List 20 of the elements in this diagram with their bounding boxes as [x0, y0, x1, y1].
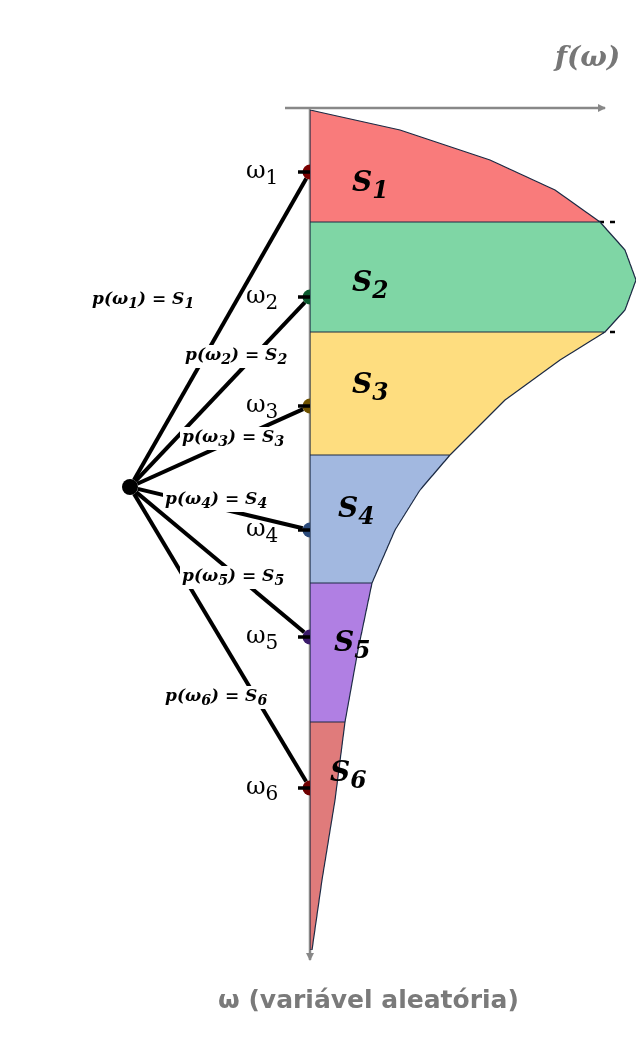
area-label: S$_{2}$ [352, 268, 389, 302]
area-label: S$_{4}$ [338, 494, 375, 528]
edge-label: p(ω$_{4}$) = S$_{4}$ [163, 489, 270, 512]
point-label: ω$_{4}$ [246, 516, 279, 545]
edge-label: p(ω$_{2}$) = S$_{2}$ [183, 345, 290, 368]
connector-line [132, 492, 308, 783]
axis-label: f(ω) [555, 40, 621, 73]
edge-label: p(ω$_{3}$) = S$_{3}$ [180, 427, 287, 450]
point-label: ω$_{3}$ [246, 392, 279, 421]
axis-title: ω (variável aleatória) [218, 985, 519, 1014]
point-label: ω$_{2}$ [246, 283, 279, 312]
point-label: ω$_{1}$ [246, 158, 279, 187]
edge-label: p(ω$_{5}$) = S$_{5}$ [180, 566, 287, 589]
point-label: ω$_{6}$ [246, 774, 279, 803]
connector-line [132, 177, 308, 482]
point-label: ω$_{5}$ [246, 623, 279, 652]
connector-line [134, 301, 307, 483]
area-label: S$_{1}$ [352, 168, 389, 202]
area-label: S$_{3}$ [352, 370, 389, 404]
edge-label: p(ω$_{6}$) = S$_{6}$ [163, 686, 270, 709]
